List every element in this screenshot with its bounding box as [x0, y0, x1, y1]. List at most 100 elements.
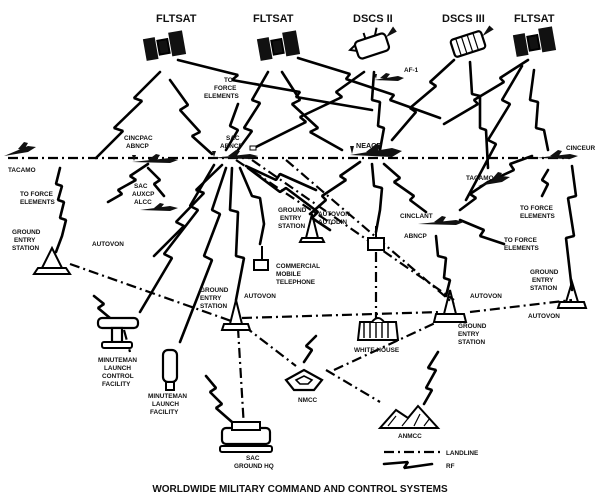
satellite-label: DSCS II [353, 13, 393, 25]
rf-link [528, 68, 550, 152]
landline [325, 369, 381, 403]
landline [122, 329, 132, 353]
diagram-title: WORLDWIDE MILITARY COMMAND AND CONTROL S… [152, 484, 448, 495]
minuteman-lcf-label: CONTROL [102, 373, 134, 380]
commercial-mobile-telephone-label: COMMERCIAL [276, 263, 320, 270]
ground-entry-station-label: GROUND [530, 269, 559, 276]
sac-auxcp-label: AUXCP [132, 191, 155, 198]
rf-link [390, 58, 456, 142]
pentagon-icon [284, 368, 324, 392]
satellite-icon [256, 30, 301, 61]
to-force-elements-label: TO FORCE [20, 191, 54, 198]
building-icon [219, 421, 273, 453]
rf-links [54, 56, 578, 424]
satellite-label: FLTSAT [253, 13, 294, 25]
antenna-icon [298, 213, 326, 243]
rf-link [540, 168, 550, 198]
rf-link [308, 160, 362, 216]
rf-link [146, 166, 166, 198]
building-icon [253, 246, 269, 271]
rf-link [370, 70, 386, 152]
rf-link [92, 294, 112, 320]
rf-link [238, 166, 266, 246]
sac-abncp-label: ABNCP [220, 143, 243, 150]
sac-auxcp-label: ALCC [134, 199, 152, 206]
rf-link [296, 56, 442, 120]
aircraft-icon [212, 145, 258, 159]
mountain-icon [377, 404, 441, 429]
aircraft-icon [350, 144, 402, 157]
autovon-label: AUTOVON [92, 241, 124, 248]
rf-link [564, 164, 578, 292]
landlines [8, 156, 573, 429]
rf-link [244, 164, 318, 192]
ground-entry-station-label: STATION [458, 339, 485, 346]
ground-entry-station-label: ENTRY [14, 237, 36, 244]
sac-auxcp-label: SAC [134, 183, 148, 190]
cincpac-label: ABNCP [126, 143, 149, 150]
aircraft-icon [536, 150, 578, 159]
rf-link [176, 58, 374, 112]
af1-label: AF-1 [404, 67, 419, 74]
commercial-mobile-telephone-label: MOBILE [276, 271, 302, 278]
rf-link [138, 163, 216, 314]
sac-ground-hq-label: SAC [246, 455, 260, 462]
antenna-icon [220, 299, 252, 331]
labels: FLTSAT FLTSAT DSCS II DSCS III FLTSAT AF… [8, 13, 595, 495]
landline [285, 159, 455, 305]
to-force-elements-label: TO FORCE [504, 237, 538, 244]
ground-entry-station-label: GROUND [200, 287, 229, 294]
anmcc-label: ANMCC [398, 433, 422, 440]
antenna-icon [556, 278, 588, 309]
minuteman-lcf-label: FACILITY [102, 381, 131, 388]
minuteman-lf-label: FACILITY [150, 409, 179, 416]
rf-link [224, 102, 240, 152]
antenna-icon [32, 245, 72, 275]
to-force-elements-label: ELEMENTS [504, 245, 540, 252]
autovon-autodin-label: AUTODIN [318, 219, 347, 226]
building-icon [367, 226, 385, 251]
legend [382, 450, 440, 470]
aircraft-icon [374, 73, 404, 81]
ground-entry-station-label: STATION [12, 245, 39, 252]
rf-link [106, 162, 150, 204]
sac-abncp-label: SAC [226, 135, 240, 142]
to-force-elements-label: TO FORCE [520, 205, 554, 212]
tacamo-label: TACAMO [466, 175, 494, 182]
ground-entry-station-label: GROUND [12, 229, 41, 236]
rf-link [370, 162, 384, 234]
rf-link [464, 64, 524, 202]
antenna-icon [432, 289, 468, 323]
ground-entry-station-label: STATION [530, 285, 557, 292]
legend-rf-label: RF [446, 463, 455, 470]
autovon-autodin-label: AUTOVON [318, 211, 350, 218]
rf-link [54, 166, 68, 254]
minuteman-lcf-label: LAUNCH [104, 365, 131, 372]
rf-link [486, 154, 534, 184]
ground-entry-station-label: STATION [278, 223, 305, 230]
commercial-mobile-telephone-label: TELEPHONE [276, 279, 316, 286]
aircraft-icon [132, 154, 178, 163]
to-force-elements-label: TO [224, 77, 233, 84]
rf-link [252, 70, 366, 150]
satellite-label: FLTSAT [156, 13, 197, 25]
satellite-label: FLTSAT [514, 13, 555, 25]
landline [69, 262, 235, 324]
legend-rf-swatch [382, 460, 434, 470]
autovon-label: AUTOVON [470, 293, 502, 300]
ground-entry-station-label: GROUND [458, 323, 487, 330]
satellite-icon [449, 25, 494, 58]
minuteman-lf-label: LAUNCH [152, 401, 179, 408]
sac-ground-hq-label: GROUND HQ [234, 463, 274, 470]
nmcc-label: NMCC [298, 397, 318, 404]
landline [251, 159, 455, 301]
tacamo-label: TACAMO [8, 167, 36, 174]
rf-link [302, 334, 318, 364]
landline [469, 298, 573, 314]
ground-entry-station-label: ENTRY [532, 277, 554, 284]
landline [241, 310, 441, 320]
rf-link [178, 166, 228, 344]
legend-landline-label: LANDLINE [446, 450, 479, 457]
satellite-icon [512, 26, 557, 57]
